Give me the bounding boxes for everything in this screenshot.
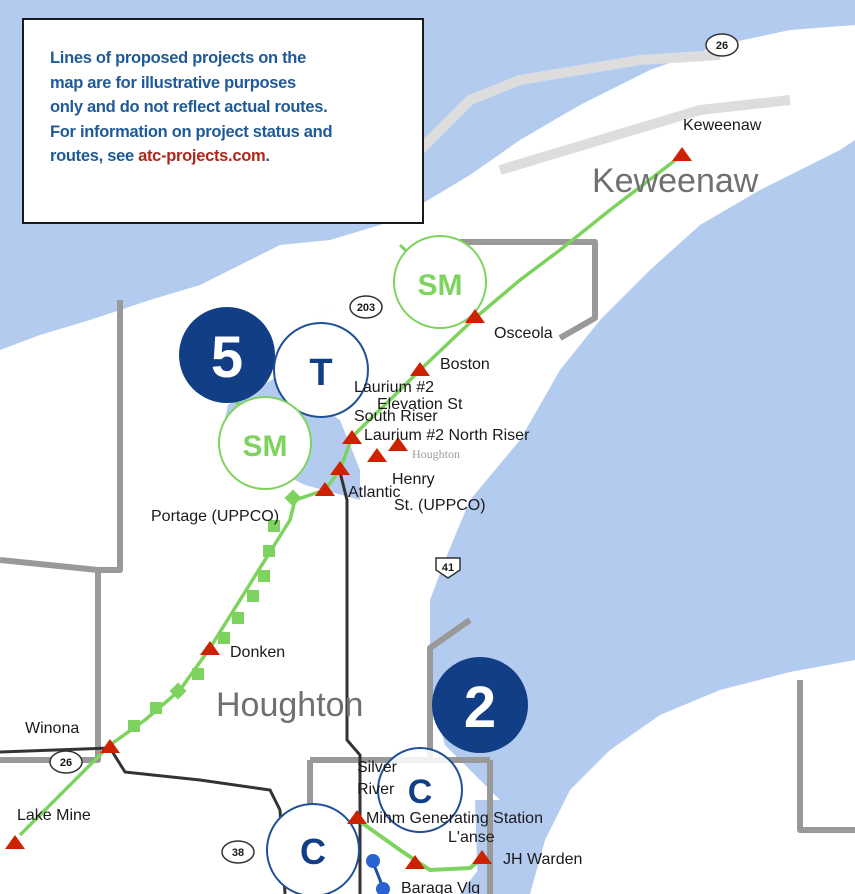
svg-text:5: 5 xyxy=(211,325,243,390)
label-henry: Henry xyxy=(392,471,435,488)
substation-jh-warden xyxy=(472,850,492,864)
baraga-node xyxy=(366,854,380,868)
substation-donken xyxy=(200,641,220,655)
shield-hwy38: 38 xyxy=(221,840,255,864)
note-line-2: map are for illustrative purposes xyxy=(50,73,296,92)
county-boundary-faint xyxy=(416,50,791,175)
city-label-houghton: Houghton xyxy=(412,447,460,461)
marker-5-project[interactable]: 5 xyxy=(179,307,275,403)
label-lanse: L'anse xyxy=(448,829,495,846)
abbaye-peninsula xyxy=(530,660,855,894)
svg-text:2: 2 xyxy=(464,675,496,740)
label-lake-mine: Lake Mine xyxy=(17,807,91,824)
label-keweenaw: Keweenaw xyxy=(683,117,762,134)
marker-c-upper[interactable]: C xyxy=(377,747,463,833)
note-line-5: routes, see atc-projects.com. xyxy=(50,144,404,169)
atc-projects-link[interactable]: atc-projects.com xyxy=(138,147,266,165)
marker-sm-north[interactable]: SM xyxy=(393,235,487,329)
shield-hwy41: 41 xyxy=(435,557,461,579)
label-silver: Silver xyxy=(357,759,398,776)
region-label-houghton: Houghton xyxy=(216,686,363,724)
substation-lake-mine xyxy=(5,835,25,849)
substation-atlantic xyxy=(315,482,335,496)
label-elevation-st: Elevation St xyxy=(377,396,463,413)
label-portage: Portage (UPPCO) xyxy=(151,508,279,525)
substation-mihm xyxy=(347,810,367,824)
substation-atlantic-north xyxy=(330,461,350,475)
label-south-riser: South Riser xyxy=(354,408,438,425)
label-river: River xyxy=(357,781,395,798)
shield-hwy203: 203 xyxy=(349,295,383,319)
proposed-line-squares xyxy=(128,489,302,732)
svg-text:26: 26 xyxy=(60,757,72,769)
label-atlantic: Atlantic xyxy=(348,484,400,501)
disclaimer-note: Lines of proposed projects on the map ar… xyxy=(22,18,424,224)
note-line-3: only and do not reflect actual routes. xyxy=(50,98,328,116)
svg-text:C: C xyxy=(408,773,433,811)
label-mihm: Mihm Generating Station xyxy=(366,810,543,827)
shield-hwy26-west: 26 xyxy=(49,750,83,774)
proposed-line-keweenaw xyxy=(18,153,684,837)
substation-triangles xyxy=(5,147,692,869)
region-label-keweenaw: Keweenaw xyxy=(592,162,759,200)
substation-henry xyxy=(367,448,387,462)
label-osceola: Osceola xyxy=(494,325,553,342)
svg-text:SM: SM xyxy=(243,430,288,463)
proposed-line-mihm xyxy=(353,816,484,873)
marker-c-lower[interactable]: C xyxy=(266,803,360,894)
note-line-4: For information on project status and xyxy=(50,122,333,141)
substation-boston xyxy=(410,362,430,376)
substation-lanse xyxy=(405,855,425,869)
svg-text:41: 41 xyxy=(442,562,454,574)
label-donken: Donken xyxy=(230,644,285,661)
label-laurium-2-north-riser: Laurium #2 North Riser xyxy=(364,427,530,444)
shield-hwy26-north: 26 xyxy=(705,33,739,57)
label-boston: Boston xyxy=(440,356,490,373)
label-henry-uppco: St. (UPPCO) xyxy=(394,497,486,514)
marker-2-project[interactable]: 2 xyxy=(432,657,528,753)
label-laurium-2: Laurium #2 xyxy=(354,379,434,396)
note-line-5-suffix: . xyxy=(265,147,270,165)
label-jh-warden: JH Warden xyxy=(503,851,582,868)
note-line-5-prefix: routes, see xyxy=(50,147,139,165)
substation-winona xyxy=(100,739,120,753)
marker-t-project[interactable]: T xyxy=(273,322,369,418)
baraga-node-2 xyxy=(376,882,390,894)
note-line-1: Lines of proposed projects on the xyxy=(50,49,306,67)
substation-keweenaw xyxy=(672,147,692,161)
svg-text:26: 26 xyxy=(716,40,728,52)
substation-osceola xyxy=(465,309,485,323)
svg-text:SM: SM xyxy=(418,269,463,302)
label-baraga: Baraga Vlg xyxy=(401,880,480,894)
substation-north-riser xyxy=(388,437,408,451)
svg-text:T: T xyxy=(309,352,332,394)
svg-text:C: C xyxy=(300,831,326,872)
marker-sm-south[interactable]: SM xyxy=(218,396,312,490)
svg-text:38: 38 xyxy=(232,847,244,859)
substation-laurium xyxy=(342,430,362,444)
label-winona: Winona xyxy=(25,720,79,737)
mainland-west xyxy=(0,15,360,894)
svg-text:203: 203 xyxy=(357,302,375,314)
existing-line-north-south xyxy=(338,471,362,894)
